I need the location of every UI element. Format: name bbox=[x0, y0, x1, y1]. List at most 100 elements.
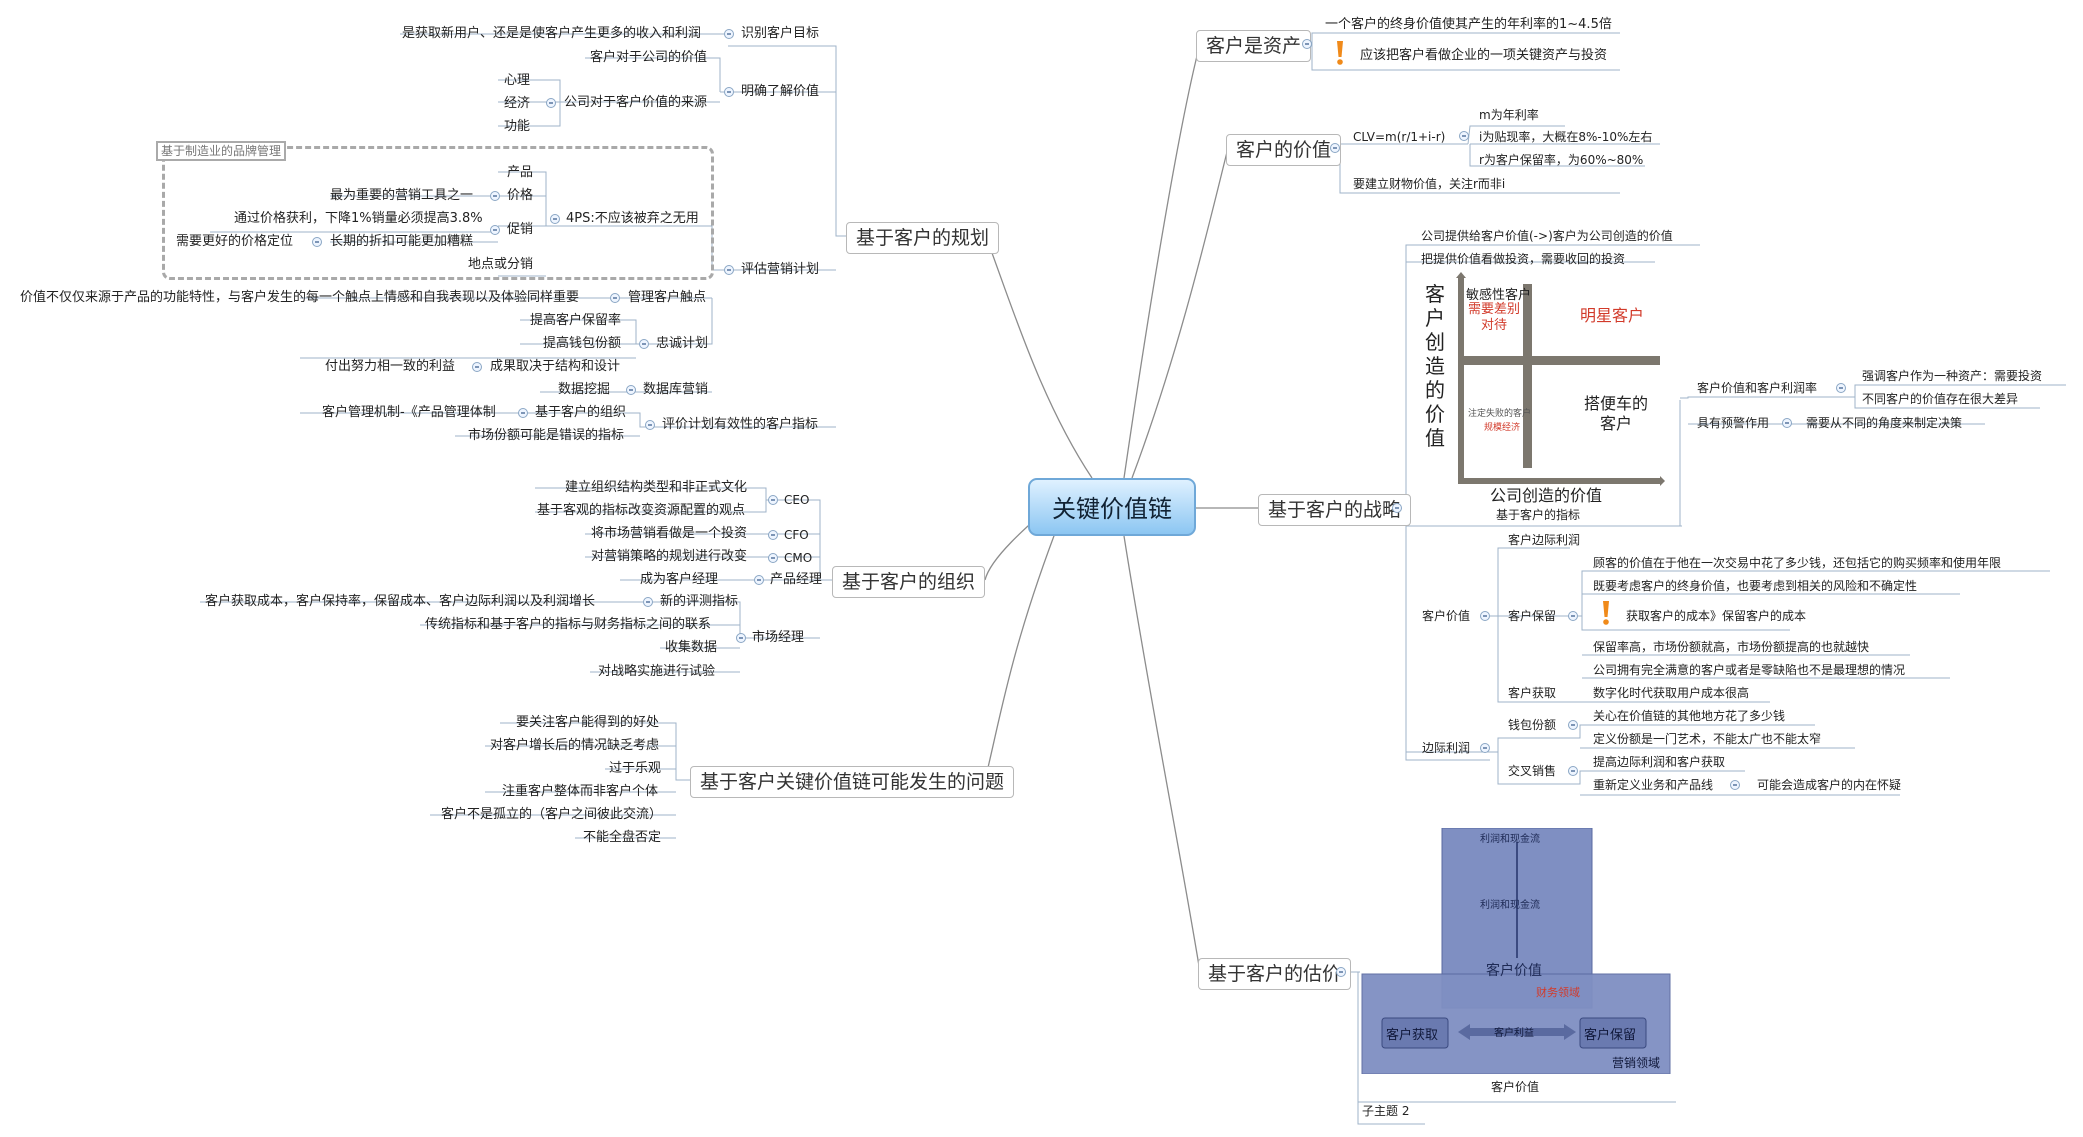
collapse-icon[interactable] bbox=[1782, 418, 1792, 428]
node-profit-rate[interactable]: 客户价值和客户利润率 bbox=[1697, 381, 1818, 395]
node-warning[interactable]: 具有预警作用 bbox=[1697, 416, 1770, 430]
node-new-metrics-note[interactable]: 客户获取成本，客户保持率，保留成本、客户边际利润以及利润增长 bbox=[205, 594, 596, 609]
collapse-icon[interactable] bbox=[724, 29, 734, 39]
node-product[interactable]: 产品 bbox=[507, 165, 534, 180]
node-cross-2[interactable]: 重新定义业务和产品线 bbox=[1593, 778, 1714, 792]
node-psychology[interactable]: 心理 bbox=[504, 73, 531, 88]
node-cmo-1[interactable]: 对营销策略的规划进行改变 bbox=[591, 549, 748, 564]
topic-problems[interactable]: 基于客户关键价值链可能发生的问题 bbox=[690, 766, 1015, 798]
collapse-icon[interactable] bbox=[768, 495, 778, 505]
node-problem-2[interactable]: 对客户增长后的情况缺乏考虑 bbox=[490, 738, 660, 753]
node-clv-i[interactable]: i为贴现率，大概在8%-10%左右 bbox=[1479, 130, 1653, 144]
collapse-icon[interactable] bbox=[724, 265, 734, 275]
collapse-icon[interactable] bbox=[472, 362, 482, 372]
central-topic[interactable]: 关键价值链 bbox=[1028, 478, 1196, 536]
node-loyalty-retention[interactable]: 提高客户保留率 bbox=[530, 313, 622, 328]
collapse-icon[interactable] bbox=[518, 408, 528, 418]
node-value-source[interactable]: 公司对于客户价值的来源 bbox=[564, 95, 708, 110]
node-acquisition[interactable]: 客户获取 bbox=[1508, 686, 1557, 700]
node-economy[interactable]: 经济 bbox=[504, 96, 531, 111]
node-cust-margin[interactable]: 客户边际利润 bbox=[1508, 533, 1581, 547]
node-retention-2[interactable]: 既要考虑客户的终身价值，也要考虑到相关的风险和不确定性 bbox=[1593, 579, 1918, 593]
collapse-icon[interactable] bbox=[1459, 131, 1469, 141]
node-market-manager[interactable]: 市场经理 bbox=[752, 630, 805, 645]
node-ceo-2[interactable]: 基于客观的指标改变资源配置的观点 bbox=[537, 503, 746, 518]
node-mm-3[interactable]: 对战略实施进行试验 bbox=[598, 664, 716, 679]
topic-asset[interactable]: 客户是资产 bbox=[1196, 30, 1312, 62]
node-retention-5[interactable]: 公司拥有完全满意的客户或者是零缺陷也不是最理想的情况 bbox=[1593, 663, 1906, 677]
collapse-icon[interactable] bbox=[736, 633, 746, 643]
node-ceo[interactable]: CEO bbox=[784, 493, 810, 507]
node-retention[interactable]: 客户保留 bbox=[1508, 609, 1557, 623]
node-profit-rate-1[interactable]: 强调客户作为一种资产：需要投资 bbox=[1862, 369, 2043, 383]
collapse-icon[interactable] bbox=[550, 214, 560, 224]
node-place[interactable]: 地点或分销 bbox=[468, 257, 534, 272]
collapse-icon[interactable] bbox=[1392, 503, 1402, 513]
node-retention-4[interactable]: 保留率高，市场份额就高，市场份额提高的也就越快 bbox=[1593, 640, 1870, 654]
node-result[interactable]: 成果取决于结构和设计 bbox=[490, 359, 621, 374]
topic-valuation[interactable]: 基于客户的估价 bbox=[1198, 958, 1352, 990]
collapse-icon[interactable] bbox=[312, 237, 322, 247]
collapse-icon[interactable] bbox=[1568, 611, 1578, 621]
node-touchpoint-detail[interactable]: 价值不仅仅来源于产品的功能特性，与客户发生的每一个触点上情感和自我表现以及体验同… bbox=[20, 290, 580, 305]
collapse-icon[interactable] bbox=[768, 553, 778, 563]
node-touchpoint[interactable]: 管理客户触点 bbox=[628, 290, 707, 305]
node-4ps[interactable]: 4PS:不应该被弃之无用 bbox=[566, 211, 699, 226]
collapse-icon[interactable] bbox=[1302, 39, 1312, 49]
collapse-icon[interactable] bbox=[1330, 143, 1340, 153]
node-warning-note[interactable]: 需要从不同的角度来制定决策 bbox=[1806, 416, 1963, 430]
topic-strategy[interactable]: 基于客户的战略 bbox=[1258, 494, 1412, 526]
node-cross-1[interactable]: 提高边际利润和客户获取 bbox=[1593, 755, 1726, 769]
node-database[interactable]: 数据库营销 bbox=[643, 382, 709, 397]
node-cmo[interactable]: CMO bbox=[784, 551, 813, 565]
collapse-icon[interactable] bbox=[1836, 383, 1846, 393]
collapse-icon[interactable] bbox=[1730, 780, 1740, 790]
node-promo-note-2[interactable]: 需要更好的价格定位 bbox=[176, 234, 294, 249]
collapse-icon[interactable] bbox=[1568, 766, 1578, 776]
node-clv-r[interactable]: r为客户保留率，为60%~80% bbox=[1479, 153, 1644, 167]
collapse-icon[interactable] bbox=[626, 385, 636, 395]
node-problem-6[interactable]: 不能全盘否定 bbox=[583, 830, 662, 845]
node-market-share[interactable]: 市场份额可能是错误的指标 bbox=[468, 428, 625, 443]
node-function[interactable]: 功能 bbox=[504, 119, 531, 134]
node-asset-1[interactable]: 一个客户的终身价值使其产生的年利率的1~4.5倍 bbox=[1325, 17, 1612, 32]
node-wallet-2[interactable]: 定义份额是一门艺术，不能太广也不能太窄 bbox=[1593, 732, 1822, 746]
node-mm-1[interactable]: 传统指标和基于客户的指标与财务指标之间的联系 bbox=[425, 617, 712, 632]
topic-organization[interactable]: 基于客户的组织 bbox=[832, 566, 986, 598]
node-problem-1[interactable]: 要关注客户能得到的好处 bbox=[516, 715, 660, 730]
collapse-icon[interactable] bbox=[643, 597, 653, 607]
topic-planning[interactable]: 基于客户的规划 bbox=[846, 222, 1000, 254]
node-retention-3[interactable]: 获取客户的成本》保留客户的成本 bbox=[1626, 609, 1807, 623]
node-edge-profit[interactable]: 边际利润 bbox=[1422, 741, 1471, 755]
node-problem-5[interactable]: 客户不是孤立的（客户之间彼此交流） bbox=[441, 807, 663, 822]
node-data-mining[interactable]: 数据挖掘 bbox=[558, 382, 611, 397]
node-result-note[interactable]: 付出努力相一致的利益 bbox=[325, 359, 456, 374]
node-value-roi[interactable]: 要建立财物价值，关注r而非i bbox=[1353, 177, 1506, 191]
node-ceo-1[interactable]: 建立组织结构类型和非正式文化 bbox=[565, 480, 748, 495]
collapse-icon[interactable] bbox=[1480, 743, 1490, 753]
node-strategy-top-2[interactable]: 把提供价值看做投资，需要收回的投资 bbox=[1421, 252, 1626, 266]
node-cross-note[interactable]: 可能会造成客户的内在怀疑 bbox=[1757, 778, 1902, 792]
topic-value[interactable]: 客户的价值 bbox=[1226, 134, 1342, 166]
node-acquisition-1[interactable]: 数字化时代获取用户成本很高 bbox=[1593, 686, 1750, 700]
node-customer-metrics[interactable]: 基于客户的指标 bbox=[1496, 508, 1581, 522]
node-cfo[interactable]: CFO bbox=[784, 528, 809, 542]
node-valuation-caption[interactable]: 客户价值 bbox=[1491, 1080, 1540, 1094]
collapse-icon[interactable] bbox=[1336, 967, 1346, 977]
node-cust-value[interactable]: 客户价值 bbox=[1422, 609, 1471, 623]
node-retention-1[interactable]: 顾客的价值在于他在一次交易中花了多少钱，还包括它的购买频率和使用年限 bbox=[1593, 556, 2002, 570]
node-org-note[interactable]: 客户管理机制-《产品管理体制 bbox=[322, 405, 496, 420]
collapse-icon[interactable] bbox=[490, 225, 500, 235]
node-evaluate-marketing[interactable]: 评估营销计划 bbox=[741, 262, 820, 277]
node-asset-2[interactable]: 应该把客户看做企业的一项关键资产与投资 bbox=[1360, 48, 1608, 63]
node-company-value[interactable]: 客户对于公司的价值 bbox=[590, 50, 708, 65]
collapse-icon[interactable] bbox=[1568, 720, 1578, 730]
collapse-icon[interactable] bbox=[639, 339, 649, 349]
node-price[interactable]: 价格 bbox=[507, 188, 534, 203]
collapse-icon[interactable] bbox=[546, 98, 556, 108]
boundary-title[interactable]: 基于制造业的品牌管理 bbox=[156, 141, 287, 161]
node-new-metrics[interactable]: 新的评测指标 bbox=[660, 594, 739, 609]
node-wallet[interactable]: 钱包份额 bbox=[1508, 718, 1557, 732]
node-metrics[interactable]: 评价计划有效性的客户指标 bbox=[662, 417, 819, 432]
node-wallet-1[interactable]: 关心在价值链的其他地方花了多少钱 bbox=[1593, 709, 1786, 723]
